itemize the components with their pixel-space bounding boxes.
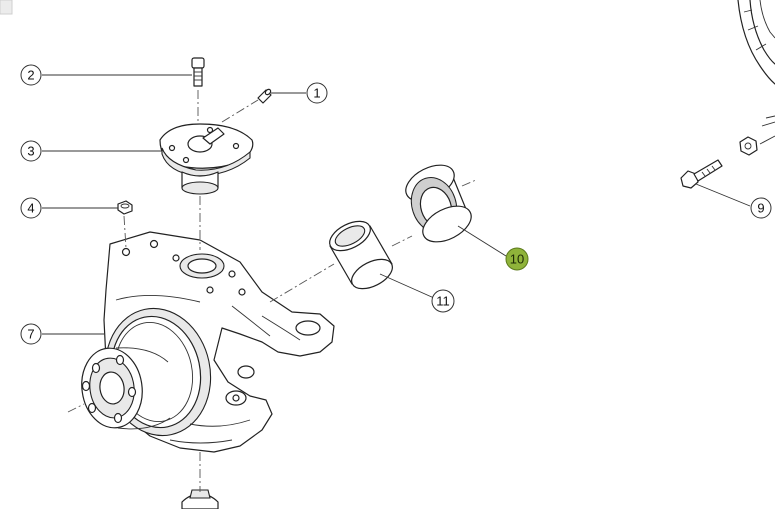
svg-text:3: 3 <box>27 144 34 159</box>
part-bolt-9 <box>680 135 775 189</box>
part-bearing-10 <box>405 164 472 243</box>
part-nut-4 <box>117 200 133 215</box>
svg-text:7: 7 <box>27 327 34 342</box>
callout-2[interactable]: 2 <box>20 64 42 86</box>
svg-text:1: 1 <box>313 86 320 101</box>
part-pin-1 <box>257 88 272 104</box>
callout-4[interactable]: 4 <box>20 197 42 219</box>
callout-1[interactable]: 1 <box>306 82 328 104</box>
assembly-axis-lines <box>67 90 477 492</box>
part-knuckle-7 <box>81 231 335 453</box>
brake-disc-partial <box>737 0 775 127</box>
leader-lines <box>42 74 751 335</box>
part-bolt-2 <box>191 57 205 87</box>
callout-3[interactable]: 3 <box>20 140 42 162</box>
corner-artifact <box>0 0 13 15</box>
callout-9[interactable]: 9 <box>750 197 772 219</box>
callout-7[interactable]: 7 <box>20 323 42 345</box>
part-ball-joint-3 <box>159 123 254 195</box>
svg-text:11: 11 <box>436 294 450 309</box>
svg-text:2: 2 <box>27 68 34 83</box>
svg-text:9: 9 <box>757 201 764 216</box>
part-lower-joint <box>181 489 219 509</box>
part-bushing-11 <box>329 220 393 290</box>
svg-text:4: 4 <box>27 201 34 216</box>
svg-text:10: 10 <box>510 252 524 267</box>
callout-10[interactable]: 10 <box>505 247 529 271</box>
callout-11[interactable]: 11 <box>431 289 455 313</box>
